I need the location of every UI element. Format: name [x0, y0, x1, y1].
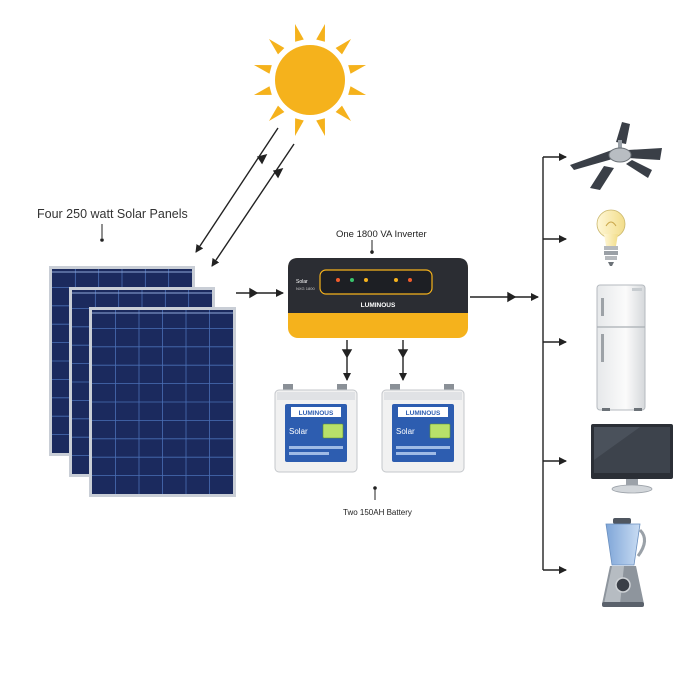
- battery-badge: Solar: [396, 427, 415, 436]
- sunlight-arrow-2: [211, 143, 295, 267]
- sun-ray: [294, 118, 304, 137]
- sun-ray: [253, 86, 272, 96]
- sun-ray: [348, 64, 367, 74]
- battery-brand: LUMINOUS: [406, 410, 441, 417]
- battery-badge: Solar: [289, 427, 308, 436]
- ceiling-fan-icon: [570, 122, 662, 190]
- sun-icon: [253, 23, 367, 137]
- sunlight-arrow-1: [195, 127, 279, 253]
- solar-panels-label: Four 250 watt Solar Panels: [37, 207, 188, 221]
- sun-ray: [294, 23, 304, 42]
- inverter: Solar NXG 1800 LUMINOUS: [288, 258, 468, 338]
- panels-to-inverter-arrow: [236, 287, 284, 299]
- inverter-to-battery-arrows: [341, 340, 409, 381]
- sun-ray: [348, 86, 367, 96]
- sunlight-arrowhead-mid-2: [272, 167, 284, 179]
- sunlight-arrowhead-mid-1: [256, 153, 268, 165]
- blender-icon: [602, 518, 646, 607]
- batteries: LUMINOUS Solar LUMINOUS Solar: [274, 384, 465, 473]
- inverter-model-line2: NXG 1800: [296, 286, 315, 291]
- inverter-brand: LUMINOUS: [361, 302, 396, 309]
- inverter-to-loads-arrow: [470, 291, 539, 303]
- sun-ray: [268, 105, 285, 122]
- inverter-model-line1: Solar: [296, 279, 308, 285]
- sun-ray: [268, 38, 285, 55]
- distribution-bus: [542, 153, 567, 574]
- inverter-label: One 1800 VA Inverter: [336, 229, 427, 240]
- sun-ray: [335, 105, 352, 122]
- battery-2: LUMINOUS Solar: [381, 384, 465, 473]
- battery-brand: LUMINOUS: [299, 410, 334, 417]
- light-bulb-icon: [596, 209, 626, 266]
- sun-ray: [316, 118, 326, 137]
- refrigerator-icon: [596, 284, 646, 411]
- sunlight-arrows: [195, 127, 295, 267]
- panels-label-dot: [100, 238, 104, 242]
- battery-label: Two 150AH Battery: [343, 508, 412, 517]
- solar-panel-3: [89, 307, 236, 497]
- solar-panels: [49, 266, 236, 497]
- sun-ray: [335, 38, 352, 55]
- monitor-icon: [591, 424, 673, 494]
- sun-ray: [316, 23, 326, 42]
- battery-1: LUMINOUS Solar: [274, 384, 358, 473]
- sun-ray: [253, 64, 272, 74]
